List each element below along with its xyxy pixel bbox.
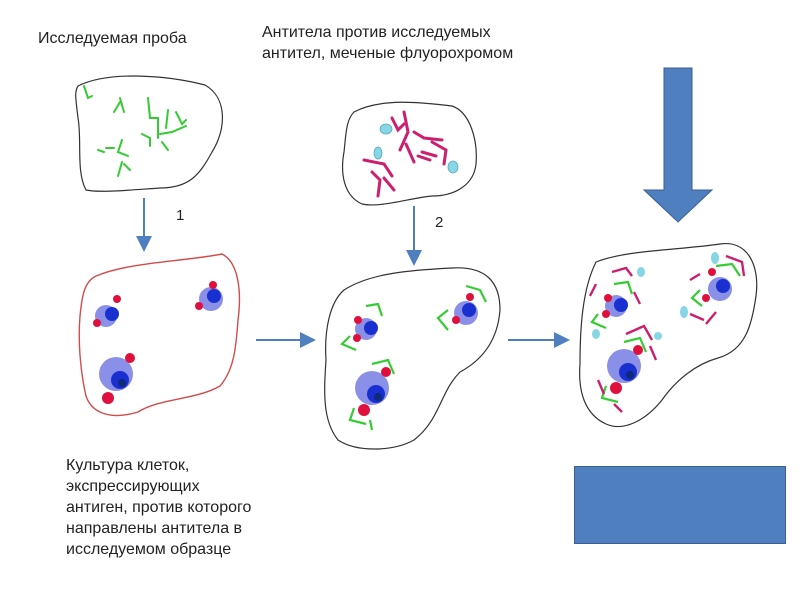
cell: [93, 295, 121, 327]
result-complex-blob: [579, 243, 758, 428]
cell-complex: [436, 284, 487, 331]
result-cell-complex: [588, 266, 645, 330]
cell-culture-blob: [78, 253, 241, 417]
step-number-2: 2: [435, 214, 444, 231]
fluorochrome-dots: [373, 123, 459, 174]
result-cell-complex: [592, 324, 662, 413]
cell: [99, 353, 135, 404]
cell-complex: [340, 302, 384, 352]
process-arrows: [136, 198, 570, 348]
result-placeholder-box: [574, 466, 786, 544]
labeled-antibody-shapes: [362, 110, 448, 198]
step-number-1: 1: [176, 207, 185, 224]
cells-with-primary-antibodies-blob: [324, 267, 501, 450]
label-labeled-antibodies: Антитела против исследуемых антител, меч…: [262, 24, 514, 62]
test-sample-blob: [75, 75, 223, 192]
labeled-antibodies-blob: [341, 101, 477, 206]
cell-complex: [348, 358, 396, 431]
cell: [195, 281, 223, 311]
label-test-sample: Исследуемая проба: [38, 30, 187, 47]
big-down-arrow-icon: [642, 67, 714, 223]
result-cell-complex: [680, 252, 746, 325]
label-cell-culture: Культура клеток, экспрессирующих антиген…: [66, 457, 252, 558]
primary-antibody-fragments: [83, 85, 187, 177]
